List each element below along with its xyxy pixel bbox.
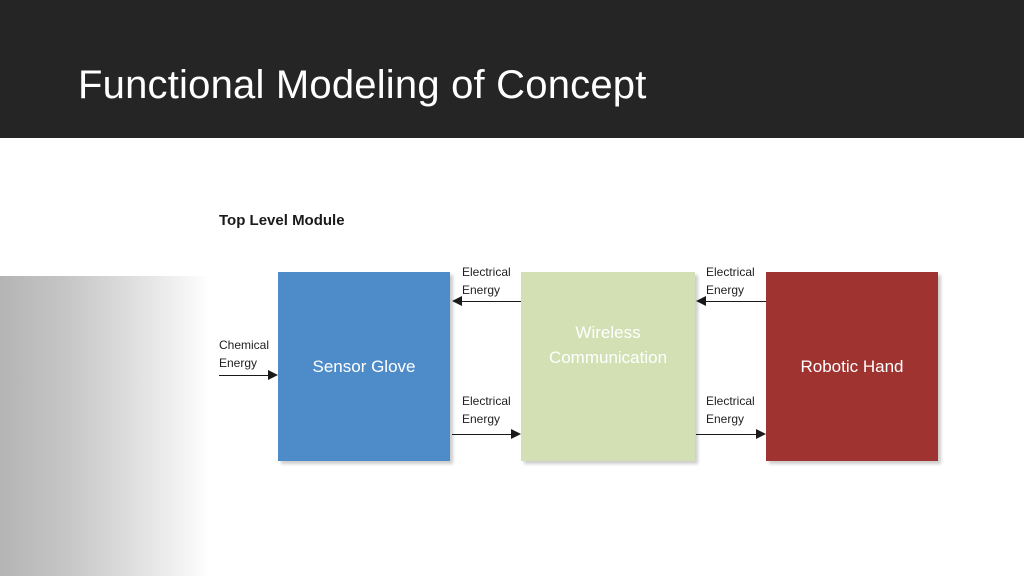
arrow-head-left-icon	[696, 296, 706, 306]
left-gradient-band	[0, 276, 210, 576]
slide-header-bar	[0, 0, 1024, 138]
block-robotic-hand[interactable]: Robotic Hand	[766, 272, 938, 461]
flow-label-wireless-to-glove: Electrical Energy	[462, 265, 511, 297]
block-label-wireless-communication: Wireless Communication	[548, 323, 668, 367]
arrow-line-glove-to-wireless	[452, 434, 512, 435]
flow-label-chemical-energy: Chemical Energy	[219, 338, 270, 370]
arrow-line-wireless-to-hand	[696, 434, 756, 435]
block-label-sensor-glove: Sensor Glove	[312, 357, 416, 376]
arrow-line-chemical-energy	[219, 375, 269, 376]
slide-content-area: Top Level Module Sensor Glove Wireless C…	[0, 138, 1024, 576]
arrow-head-left-icon	[452, 296, 462, 306]
arrow-head-right-icon	[511, 429, 521, 439]
arrow-head-right-icon	[756, 429, 766, 439]
arrow-line-hand-to-wireless	[706, 301, 766, 302]
page-title: Functional Modeling of Concept	[78, 63, 647, 107]
flow-label-wireless-to-hand: Electrical Energy	[706, 394, 755, 426]
arrow-line-wireless-to-glove	[462, 301, 521, 302]
diagram-caption: Top Level Module	[219, 212, 345, 229]
block-wireless-communication[interactable]: Wireless Communication	[521, 272, 695, 461]
block-label-robotic-hand: Robotic Hand	[800, 357, 904, 376]
flow-label-glove-to-wireless: Electrical Energy	[462, 394, 511, 426]
flow-label-hand-to-wireless: Electrical Energy	[706, 265, 755, 297]
block-sensor-glove[interactable]: Sensor Glove	[278, 272, 450, 461]
arrow-head-right-icon	[268, 370, 278, 380]
